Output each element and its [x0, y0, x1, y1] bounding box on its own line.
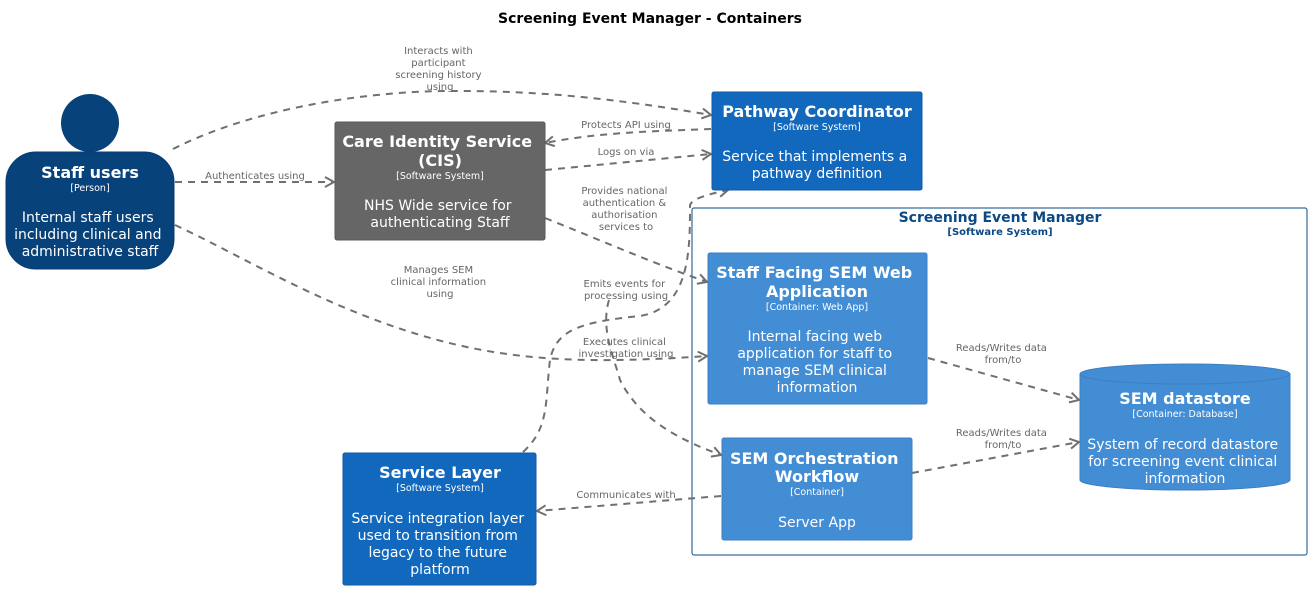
node-staff-users[interactable]: Staff users [Person] Internal staff user…	[5, 94, 175, 270]
edge-label-communicates: Communicates with	[576, 490, 675, 501]
node-name: Pathway Coordinator	[722, 102, 912, 121]
edge-labels: Interacts with participant screening his…	[205, 46, 1050, 501]
edge-label-executes: Executes clinical investigation using	[579, 337, 674, 360]
edge-reads-writes-2	[911, 442, 1079, 474]
node-pathway-coordinator[interactable]: Pathway Coordinator [Software System] Se…	[711, 91, 923, 191]
node-type: [Software System]	[396, 171, 484, 182]
node-staff-facing-web-app[interactable]: Staff Facing SEM Web Application [Contai…	[707, 252, 928, 405]
node-name: Care Identity Service (CIS)	[342, 132, 537, 170]
node-service-layer[interactable]: Service Layer [Software System] Service …	[342, 452, 537, 586]
node-description: Internal facing web application for staf…	[737, 329, 896, 396]
node-description: Service that implements a pathway defini…	[722, 149, 911, 182]
edge-label-logs-on: Logs on via	[598, 147, 655, 158]
edge-executes	[605, 299, 721, 455]
node-type: [Container: Web App]	[766, 302, 868, 313]
node-type: [Software System]	[396, 483, 484, 494]
node-description: Server App	[778, 515, 856, 531]
person-head-icon	[61, 94, 119, 152]
node-type: [Software System]	[773, 122, 861, 133]
boundary-screening-event-manager: Screening Event Manager [Software System…	[691, 207, 1308, 556]
edge-emits	[522, 190, 728, 453]
node-type: [Person]	[70, 183, 109, 194]
edge-interacts	[172, 89, 711, 150]
node-type: [Container: Database]	[1132, 409, 1237, 420]
edge-label-reads-writes-1: Reads/Writes data from/to	[956, 343, 1050, 366]
node-description: NHS Wide service for authenticating Staf…	[364, 198, 516, 231]
edge-label-emits: Emits events for processing using	[584, 279, 669, 302]
edge-label-interacts: Interacts with participant screening his…	[395, 46, 484, 93]
boundary-name: Screening Event Manager	[899, 210, 1102, 226]
edges	[172, 89, 1079, 511]
boundary-type: [Software System]	[947, 227, 1052, 238]
edge-label-authenticates: Authenticates using	[205, 171, 305, 182]
node-name: Staff Facing SEM Web Application	[716, 263, 918, 301]
node-name: SEM datastore	[1119, 389, 1251, 408]
node-description: Service integration layer used to transi…	[351, 511, 528, 578]
edge-label-provides: Provides national authentication & autho…	[581, 186, 670, 233]
edge-protects	[545, 128, 712, 143]
node-description: Internal staff users including clinical …	[14, 210, 166, 260]
edge-logs-on	[544, 154, 711, 171]
node-name: Service Layer	[379, 463, 501, 482]
edge-label-manages: Manages SEM clinical information using	[391, 265, 490, 300]
database-icon	[1079, 374, 1291, 491]
node-name: SEM Orchestration Workflow	[730, 449, 904, 486]
edge-communicates	[537, 495, 722, 511]
node-type: [Container]	[790, 487, 844, 498]
edge-reads-writes-1	[927, 357, 1079, 400]
edge-manages	[174, 224, 707, 360]
edge-label-reads-writes-2: Reads/Writes data from/to	[956, 428, 1050, 451]
node-description: System of record datastore for screening…	[1087, 437, 1282, 487]
node-sem-datastore[interactable]: SEM datastore [Container: Database] Syst…	[1079, 363, 1291, 491]
node-sem-orchestration-workflow[interactable]: SEM Orchestration Workflow [Container] S…	[721, 437, 913, 541]
node-care-identity-service[interactable]: Care Identity Service (CIS) [Software Sy…	[334, 121, 546, 241]
diagram-title: Screening Event Manager - Containers	[498, 11, 802, 27]
edge-label-protects: Protects API using	[581, 120, 671, 131]
node-name: Staff users	[41, 163, 139, 182]
